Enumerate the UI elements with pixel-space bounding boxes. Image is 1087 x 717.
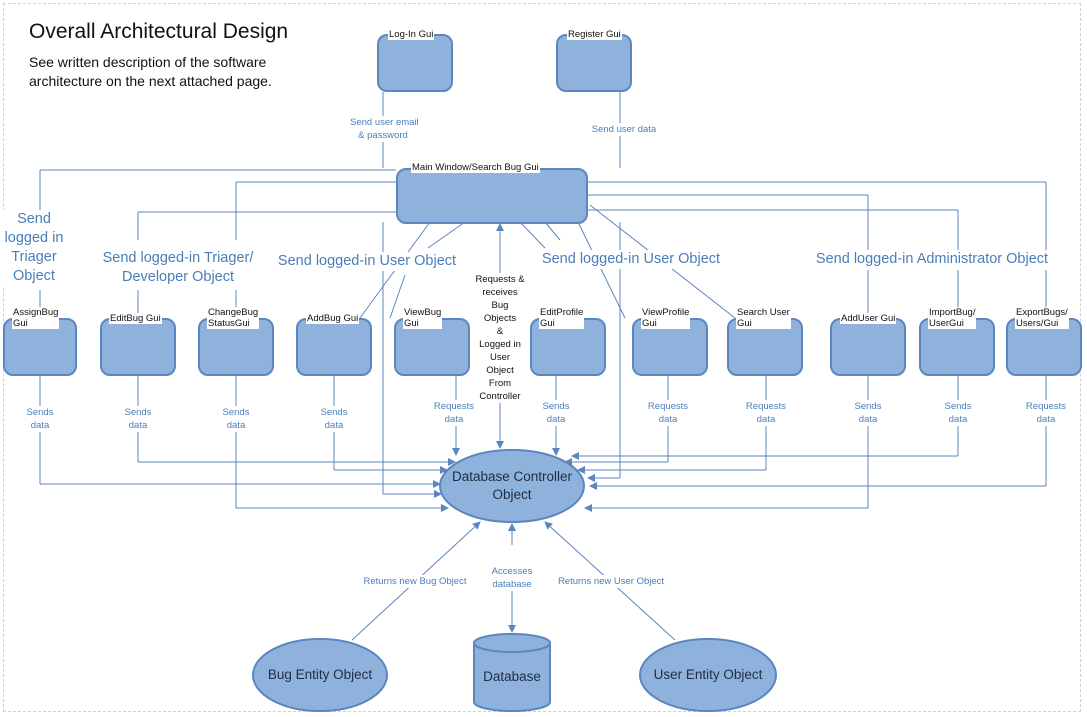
page-title: Overall Architectural Design: [29, 20, 289, 43]
edit-profile-gui-label: EditProfile Gui: [539, 307, 585, 329]
search-user-gui-label: Search User Gui: [736, 307, 791, 329]
add-bug-gui-label: AddBug Gui: [306, 313, 360, 324]
send-user-data-label: Send user data: [588, 123, 660, 136]
sends-data-label: Sends data: [314, 406, 354, 432]
send-user-object-right-label: Send logged-in User Object: [539, 250, 723, 269]
sends-data-label: Sends data: [20, 406, 60, 432]
export-bugs-users-gui-label: ExportBugs/ Users/Gui: [1015, 307, 1069, 329]
edit-bug-gui-label: EditBug Gui: [109, 313, 162, 324]
requests-data-label: Requests data: [742, 400, 790, 426]
requests-receives-label: Requests & receives Bug Objects & Logged…: [472, 273, 528, 403]
edit-bug-gui-box[interactable]: [100, 318, 176, 376]
sends-data-label: Sends data: [848, 400, 888, 426]
page-description: See written description of the software …: [29, 54, 272, 89]
add-bug-gui-box[interactable]: [296, 318, 372, 376]
database-controller-node[interactable]: Database Controller Object: [451, 469, 573, 502]
main-window-label: Main Window/Search Bug Gui: [411, 162, 540, 173]
sends-data-label: Sends data: [536, 400, 576, 426]
import-bug-user-gui-label: ImportBug/ UserGui: [928, 307, 977, 329]
send-triager-developer-label: Send logged-in Triager/ Developer Object: [96, 249, 260, 287]
send-triager-label: Send logged in Triager Object: [2, 210, 66, 286]
view-bug-gui-label: ViewBug Gui: [403, 307, 443, 329]
requests-data-label: Requests data: [644, 400, 692, 426]
assign-bug-gui-label: AssignBug Gui: [12, 307, 60, 329]
send-administrator-label: Send logged-in Administrator Object: [810, 250, 1054, 269]
user-entity-node[interactable]: User Entity Object: [653, 667, 763, 682]
send-user-object-left-label: Send logged-in User Object: [275, 252, 459, 271]
login-gui-box[interactable]: [377, 34, 453, 92]
accesses-database-label: Accesses database: [488, 565, 536, 591]
bug-entity-node[interactable]: Bug Entity Object: [267, 667, 373, 682]
main-window-box[interactable]: [396, 168, 588, 224]
send-email-password-label: Send user email & password: [350, 116, 419, 142]
login-gui-label: Log-In Gui: [388, 29, 435, 40]
register-gui-label: Register Gui: [567, 29, 622, 40]
add-user-gui-label: AddUser Gui: [840, 313, 897, 324]
sends-data-label: Sends data: [118, 406, 158, 432]
returns-bug-object-label: Returns new Bug Object: [358, 575, 472, 588]
database-node[interactable]: Database: [483, 669, 541, 684]
view-profile-gui-label: ViewProfile Gui: [641, 307, 691, 329]
requests-data-label: Requests data: [430, 400, 478, 426]
sends-data-label: Sends data: [216, 406, 256, 432]
change-bug-status-gui-label: ChangeBug StatusGui: [207, 307, 260, 329]
register-gui-box[interactable]: [556, 34, 632, 92]
add-user-gui-box[interactable]: [830, 318, 906, 376]
requests-data-label: Requests data: [1022, 400, 1070, 426]
sends-data-label: Sends data: [938, 400, 978, 426]
returns-user-object-label: Returns new User Object: [552, 575, 670, 588]
